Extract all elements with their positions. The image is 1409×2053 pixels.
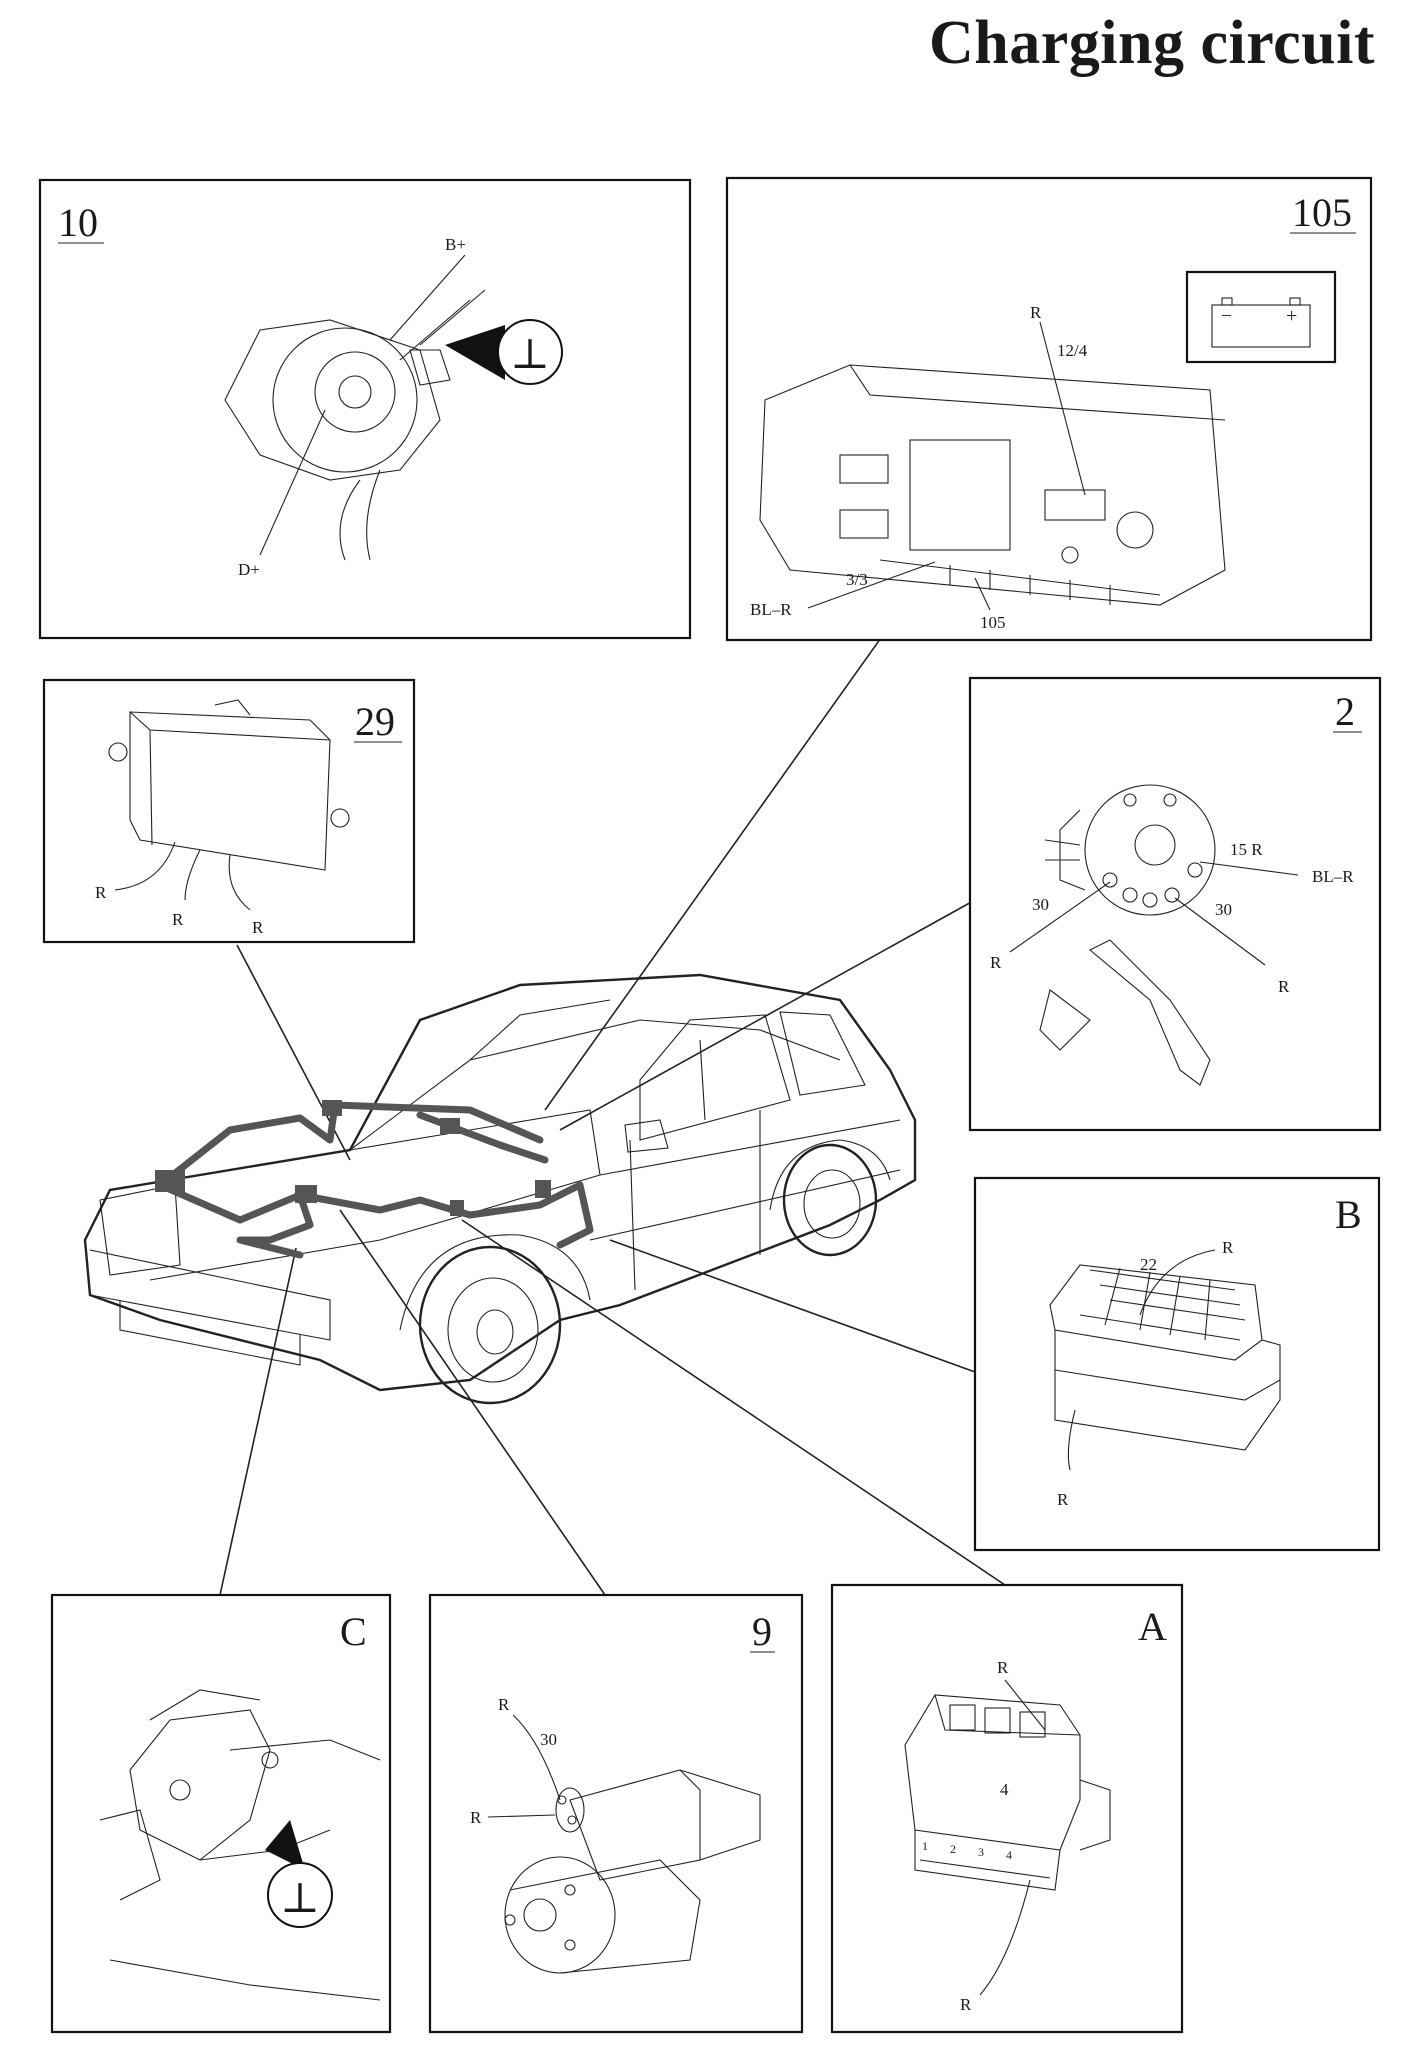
wire-r-bottom: R xyxy=(1057,1490,1069,1509)
leader-2 xyxy=(559,899,976,1131)
harness-connector-3 xyxy=(322,1100,342,1116)
panel-A: A R 4 1 2 3 4 R xyxy=(830,1583,1184,2034)
panel-29: 29 R R R xyxy=(42,678,416,944)
control-unit-icon xyxy=(108,699,350,871)
pin-4-small-label: 4 xyxy=(1006,1848,1012,1862)
ground-symbol: ⊥ xyxy=(510,332,550,378)
ignition-switch-icon xyxy=(1039,784,1216,1086)
panel-10: 10 B+ D+ ⊥ xyxy=(38,178,692,640)
pin-12-4-label: 12/4 xyxy=(1057,341,1088,360)
wire-r2-label: R xyxy=(172,910,184,929)
wire-r2-label: R xyxy=(470,1808,482,1827)
leader-105 xyxy=(544,627,889,1111)
harness-connector-5 xyxy=(535,1180,551,1198)
pin-4-label: 4 xyxy=(1000,1780,1009,1799)
panel-9: 9 R 30 R xyxy=(428,1593,804,2034)
car-illustration xyxy=(83,973,917,1405)
connector-A-icon xyxy=(904,1694,1111,1891)
connector-B-icon xyxy=(1049,1264,1281,1451)
panel-105: 105 – + R 12/4 3/3 BL–R 105 xyxy=(725,176,1373,642)
wire-r3-label: R xyxy=(252,918,264,937)
pin-2-label: 2 xyxy=(950,1842,956,1856)
wire-r1-label: R xyxy=(95,883,107,902)
wire-blr-label: BL–R xyxy=(750,600,792,619)
wire-r-top: R xyxy=(997,1658,1009,1677)
dplus-label: D+ xyxy=(238,560,260,579)
pin-22-label: 22 xyxy=(1140,1255,1157,1274)
connector-105-label: 105 xyxy=(980,613,1006,632)
ground-icon xyxy=(497,319,563,385)
panel-id: 29 xyxy=(355,699,395,744)
panel-id: 105 xyxy=(1292,190,1352,235)
term-30-right: 30 xyxy=(1215,900,1232,919)
wire-blr-label: BL–R xyxy=(1312,867,1354,886)
term-30-label: 30 xyxy=(540,1730,557,1749)
wire-r-left: R xyxy=(990,953,1002,972)
ground-pointer xyxy=(265,1820,305,1870)
leader-C xyxy=(219,1247,297,1596)
wire-r1-label: R xyxy=(498,1695,510,1714)
leader-B xyxy=(609,1239,976,1373)
harness-connector-1 xyxy=(155,1170,185,1192)
wire-r-top: R xyxy=(1222,1238,1234,1257)
panel-B: B 22 R R xyxy=(973,1176,1381,1552)
pin-15r-label: 15 R xyxy=(1230,840,1263,859)
leader-lines xyxy=(219,627,1006,1596)
panel-id: C xyxy=(340,1609,367,1654)
instrument-cluster-icon xyxy=(759,364,1226,606)
panel-C: C ⊥ xyxy=(50,1593,392,2034)
pin-1-label: 1 xyxy=(922,1839,928,1853)
panel-id: 9 xyxy=(752,1609,772,1654)
wire-r-bottom: R xyxy=(960,1995,972,2014)
svg-text:+: + xyxy=(1286,305,1297,327)
harness-connector-6 xyxy=(450,1200,464,1216)
page-title: Charging circuit xyxy=(929,9,1375,77)
svg-text:–: – xyxy=(1221,304,1232,324)
panel-id: A xyxy=(1138,1604,1167,1649)
starter-motor-icon xyxy=(504,1769,761,1974)
wire-r-label: R xyxy=(1030,303,1042,322)
battery-icon: – + xyxy=(1185,270,1337,364)
alternator-icon xyxy=(224,289,486,561)
engine-block-icon xyxy=(99,1689,381,2001)
panel-id: 2 xyxy=(1335,689,1355,734)
leader-9 xyxy=(339,1209,606,1596)
bplus-label: B+ xyxy=(445,235,466,254)
pin-3-label: 3 xyxy=(978,1845,984,1859)
leader-A xyxy=(461,1219,1006,1586)
panel-id: B xyxy=(1335,1192,1362,1237)
ground-icon xyxy=(267,1862,333,1928)
pin-3-3-label: 3/3 xyxy=(846,570,868,589)
harness-connector-4 xyxy=(440,1118,460,1134)
wire-r-right: R xyxy=(1278,977,1290,996)
harness-connector-2 xyxy=(295,1185,317,1203)
term-30-left: 30 xyxy=(1032,895,1049,914)
panel-2: 2 15 R BL–R 30 30 R R xyxy=(968,676,1382,1132)
ground-symbol: ⊥ xyxy=(280,1876,320,1922)
panel-id: 10 xyxy=(58,200,98,245)
ground-pointer xyxy=(445,325,505,380)
